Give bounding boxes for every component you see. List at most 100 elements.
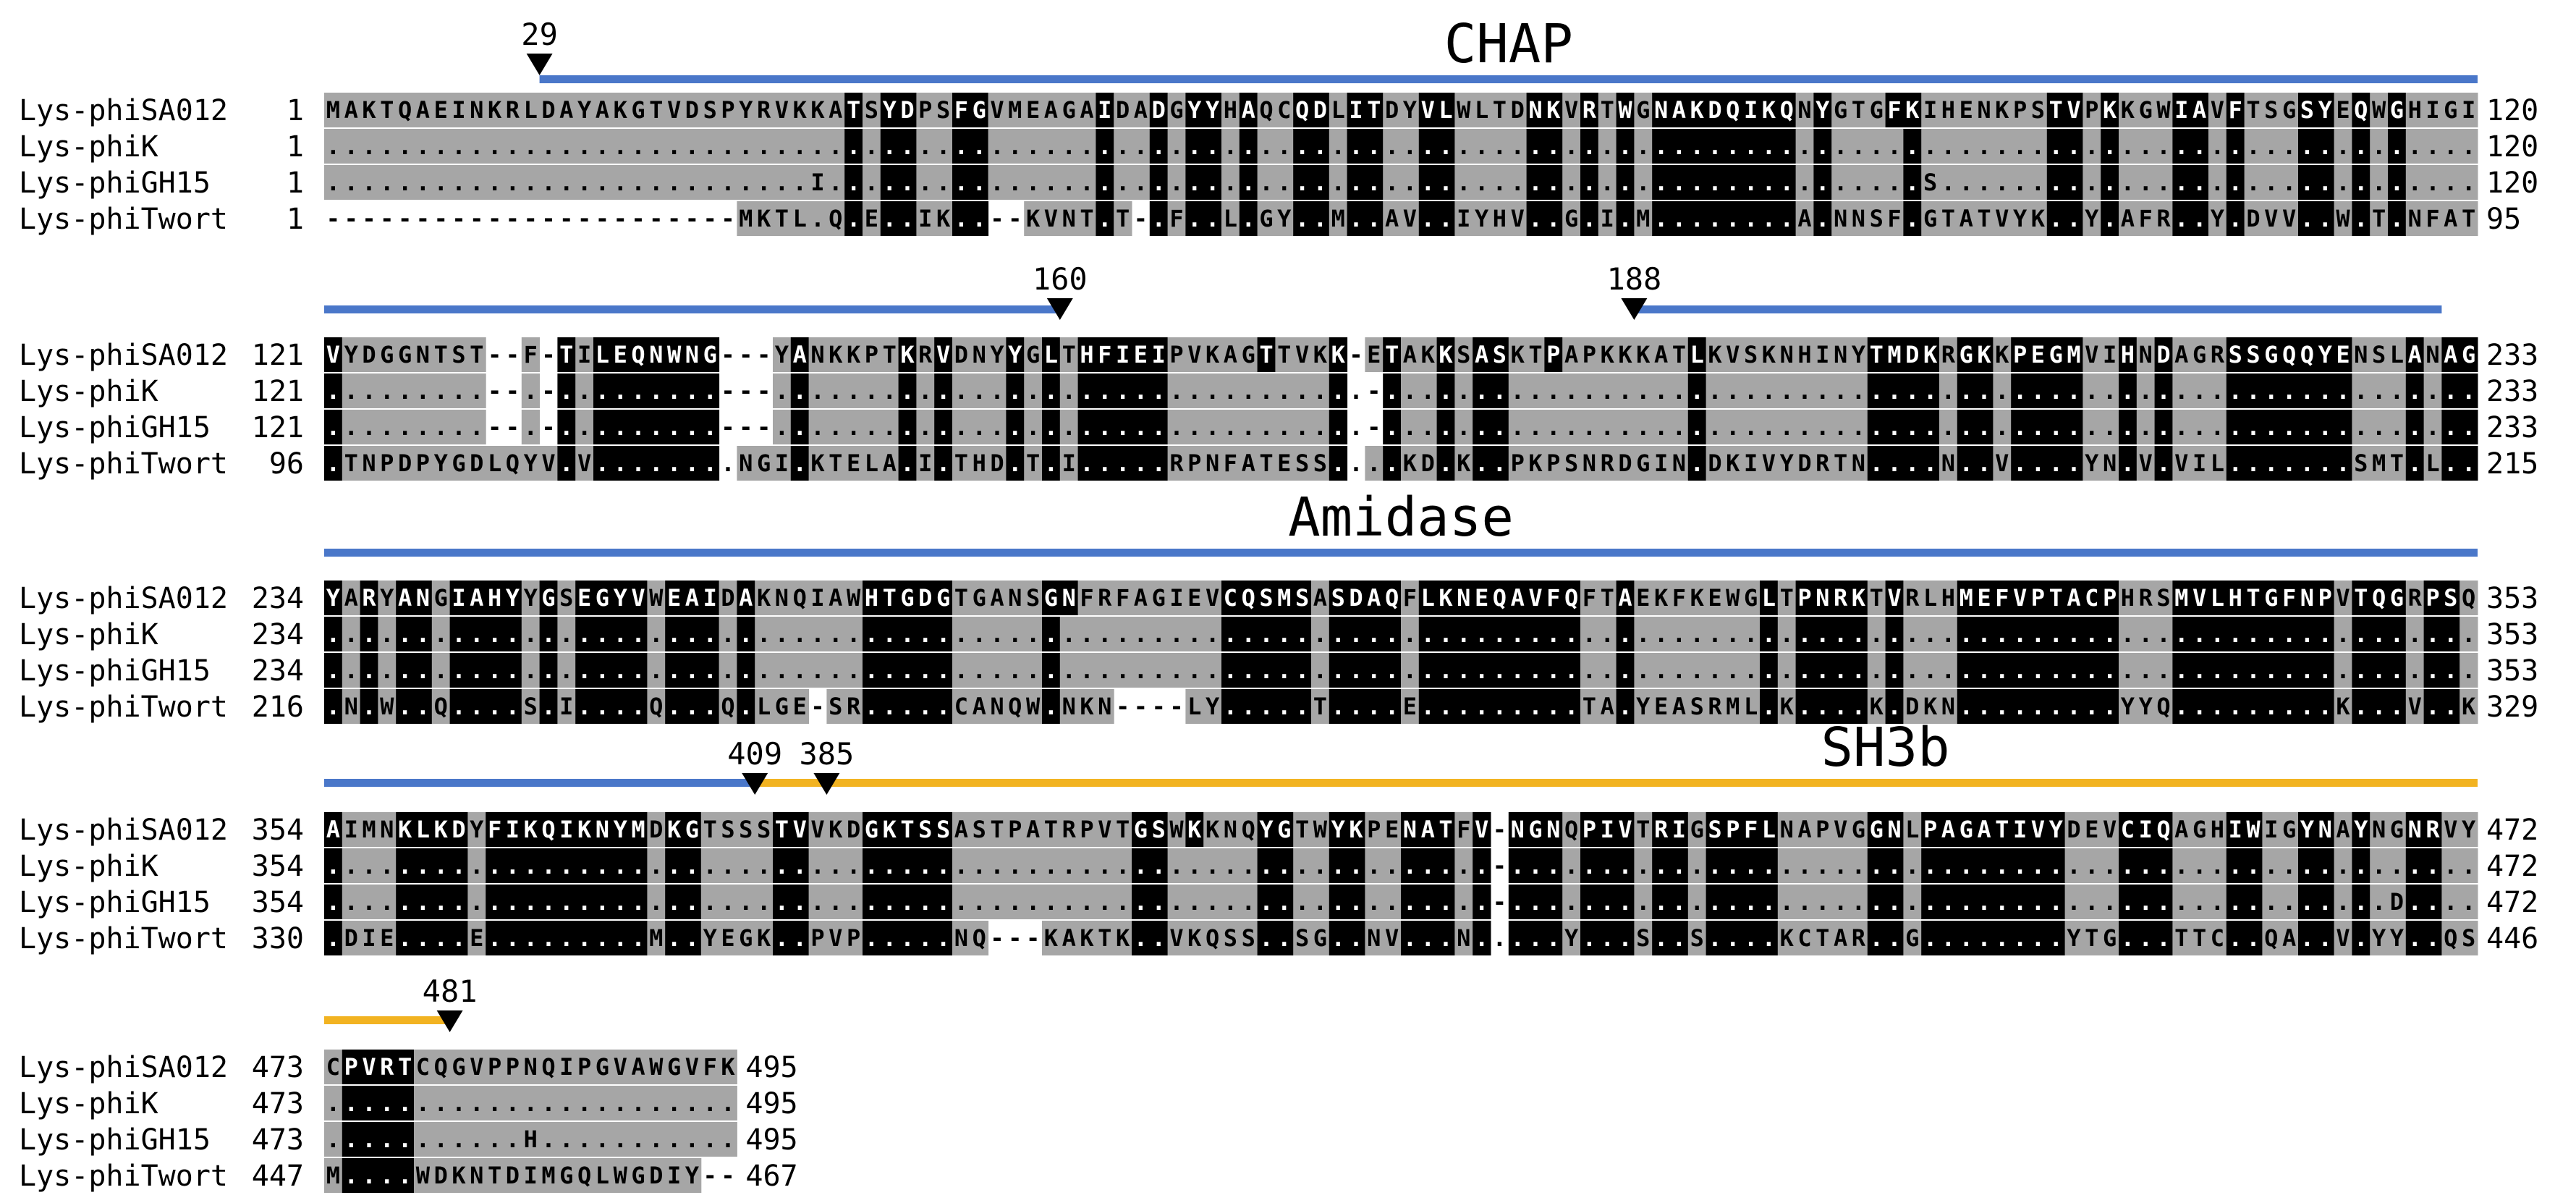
domain-band (324, 305, 1060, 313)
residue: I (1816, 341, 1829, 368)
residue: I (1654, 449, 1668, 477)
residue: W (614, 1162, 628, 1189)
residue: T (2192, 924, 2206, 952)
residue: . (1242, 693, 1255, 720)
residue-shade (1365, 93, 1384, 127)
residue: H (2211, 816, 2224, 843)
residue-shade (2423, 129, 2442, 164)
residue: . (2139, 413, 2153, 441)
residue: . (398, 1162, 412, 1189)
residue: . (1098, 132, 1111, 160)
residue: . (1834, 169, 1847, 196)
sequence-name: Lys-phiGH15 (19, 1123, 211, 1157)
residue: . (1870, 169, 1884, 196)
residue: . (2246, 377, 2260, 405)
residue-shade (2262, 129, 2281, 164)
residue: . (847, 413, 860, 441)
residue: A (2174, 341, 2188, 368)
residue: . (2336, 169, 2350, 196)
start-position: 354 (252, 886, 304, 919)
residue: F (703, 1053, 717, 1081)
residue: . (1959, 888, 1973, 916)
residue: . (1636, 169, 1650, 196)
residue: E (1977, 584, 1991, 612)
residue: . (1601, 852, 1614, 879)
residue: . (1134, 413, 1148, 441)
residue: . (2229, 888, 2242, 916)
residue-shade (2208, 93, 2227, 127)
start-position: 1 (287, 94, 304, 127)
residue: . (936, 657, 950, 684)
residue: T (1044, 816, 1058, 843)
residue: . (1169, 888, 1183, 916)
residue: . (1403, 413, 1417, 441)
residue: G (1834, 96, 1847, 124)
residue: . (2408, 169, 2422, 196)
residue: C (954, 693, 968, 720)
residue: . (1887, 657, 1901, 684)
end-position: 446 (2486, 922, 2538, 955)
residue: . (470, 657, 483, 684)
residue: . (1080, 169, 1093, 196)
residue: . (775, 852, 789, 879)
residue: . (2408, 657, 2422, 684)
residue: . (1475, 377, 1488, 405)
residue: M (1636, 205, 1650, 232)
residue: V (1044, 205, 1058, 232)
residue: Y (1403, 96, 1418, 124)
residue: . (2085, 132, 2098, 160)
residue: F (1672, 584, 1686, 612)
residue: - (1349, 341, 1363, 368)
residue: . (649, 620, 663, 648)
residue: E (847, 449, 860, 477)
residue: . (1026, 169, 1040, 196)
residue: . (793, 449, 807, 477)
residue: A (685, 584, 699, 612)
residue: - (1493, 888, 1507, 916)
residue: . (900, 169, 914, 196)
domain-band (324, 1016, 450, 1024)
residue: . (2318, 924, 2332, 952)
residue: . (1242, 205, 1255, 232)
residue: . (1116, 377, 1130, 405)
residue-shade (396, 93, 415, 127)
residue: . (703, 657, 717, 684)
start-position: 473 (252, 1123, 304, 1157)
residue: . (2121, 132, 2135, 160)
residue: N (416, 341, 430, 368)
residue: . (1564, 377, 1578, 405)
residue: . (2390, 852, 2404, 879)
residue: . (2121, 449, 2135, 477)
residue: T (1116, 816, 1130, 843)
residue: . (524, 852, 538, 879)
residue: . (416, 888, 430, 916)
residue: Q (1259, 96, 1273, 124)
residue: L (1224, 205, 1237, 232)
residue: D (506, 1162, 520, 1189)
residue: A (2174, 816, 2188, 843)
residue: . (1313, 888, 1327, 916)
residue: . (1762, 888, 1776, 916)
residue: . (1044, 852, 1058, 879)
domain-band (324, 779, 827, 787)
residue: . (1834, 657, 1847, 684)
residue: . (1475, 620, 1488, 648)
residue: . (1816, 377, 1829, 405)
residue: Q (541, 1053, 555, 1081)
residue: . (524, 377, 538, 405)
start-position: 447 (252, 1160, 304, 1193)
residue: . (541, 1126, 555, 1153)
residue-shade (898, 129, 917, 164)
residue: . (2229, 377, 2242, 405)
residue: . (2264, 852, 2278, 879)
residue: N (954, 924, 968, 952)
residue: N (416, 584, 430, 612)
residue-shade (1921, 129, 1940, 164)
residue: I (918, 449, 932, 477)
residue: . (1421, 413, 1435, 441)
residue: . (1098, 657, 1111, 684)
residue: . (2067, 852, 2080, 879)
residue: . (2085, 852, 2098, 879)
residue: T (1995, 816, 2009, 843)
residue: . (1331, 924, 1345, 952)
